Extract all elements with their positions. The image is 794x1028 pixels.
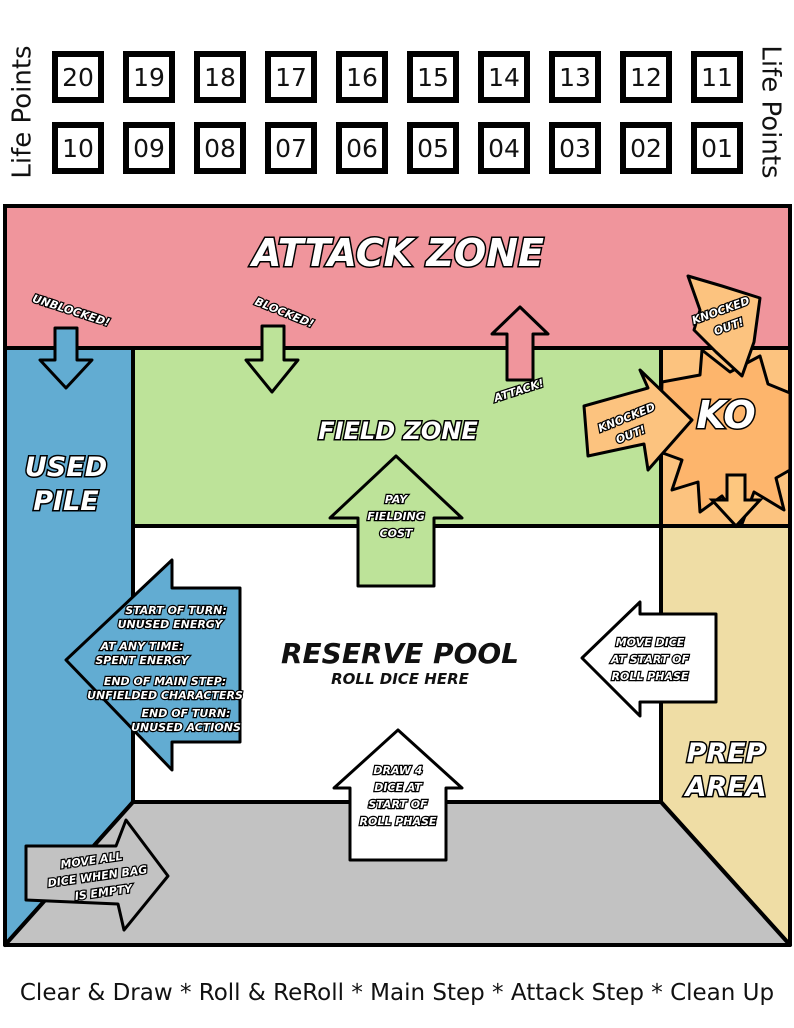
life-point-box-13[interactable]: 13 bbox=[549, 51, 601, 103]
used-label-4b: UNUSED ACTIONS bbox=[131, 721, 241, 734]
life-point-box-11[interactable]: 11 bbox=[691, 51, 743, 103]
used-pile-title-line2: PILE bbox=[33, 486, 99, 517]
pay-label-3: COST bbox=[380, 527, 414, 540]
draw-label-4: ROLL PHASE bbox=[360, 815, 437, 828]
life-point-box-17[interactable]: 17 bbox=[265, 51, 317, 103]
move-dice-arrow-icon bbox=[580, 600, 718, 718]
used-label-3a: END OF MAIN STEP: bbox=[104, 675, 226, 688]
life-point-box-18[interactable]: 18 bbox=[194, 51, 246, 103]
ko-title: KO bbox=[696, 393, 755, 437]
used-label-1b: UNUSED ENERGY bbox=[118, 618, 224, 631]
life-point-box-01[interactable]: 01 bbox=[691, 122, 743, 174]
life-point-box-20[interactable]: 20 bbox=[52, 51, 104, 103]
move-all-dice-arrow-icon bbox=[24, 818, 170, 932]
used-pile-arrow-icon bbox=[64, 558, 242, 772]
pay-label-2: FIELDING bbox=[367, 510, 425, 523]
used-label-1a: START OF TURN: bbox=[125, 604, 227, 617]
attack-zone-title: ATTACK ZONE bbox=[249, 231, 544, 275]
unblocked-arrow-icon bbox=[38, 326, 94, 390]
life-point-box-10[interactable]: 10 bbox=[52, 122, 104, 174]
life-point-box-02[interactable]: 02 bbox=[620, 122, 672, 174]
life-point-box-12[interactable]: 12 bbox=[620, 51, 672, 103]
used-label-2b: SPENT ENERGY bbox=[95, 654, 189, 667]
life-point-box-16[interactable]: 16 bbox=[336, 51, 388, 103]
field-zone-title: FIELD ZONE bbox=[318, 417, 478, 445]
used-label-3b: UNFIELDED CHARACTERS bbox=[87, 689, 243, 702]
life-point-box-09[interactable]: 09 bbox=[123, 122, 175, 174]
life-point-box-06[interactable]: 06 bbox=[336, 122, 388, 174]
move-dice-label-2: AT START OF bbox=[610, 653, 690, 666]
life-point-box-19[interactable]: 19 bbox=[123, 51, 175, 103]
attack-zone[interactable] bbox=[3, 204, 792, 350]
draw-label-1: DRAW 4 bbox=[373, 764, 422, 777]
life-point-box-14[interactable]: 14 bbox=[478, 51, 530, 103]
knocked-out-arrow-top-icon bbox=[686, 274, 762, 378]
move-dice-label-3: ROLL PHASE bbox=[612, 670, 689, 683]
life-point-box-07[interactable]: 07 bbox=[265, 122, 317, 174]
life-point-box-05[interactable]: 05 bbox=[407, 122, 459, 174]
move-dice-label-1: MOVE DICE bbox=[616, 636, 685, 649]
turn-phase-sequence: Clear & Draw * Roll & ReRoll * Main Step… bbox=[19, 980, 775, 1006]
draw-label-2: DICE AT bbox=[374, 781, 423, 794]
blocked-arrow-icon bbox=[244, 324, 300, 394]
draw-dice-arrow-icon bbox=[332, 728, 464, 862]
prep-area-title-line2: AREA bbox=[683, 772, 766, 803]
pay-label-1: PAY bbox=[385, 493, 408, 506]
draw-label-3: START OF bbox=[368, 798, 428, 811]
reserve-pool-title: RESERVE POOL bbox=[281, 637, 519, 670]
life-point-box-15[interactable]: 15 bbox=[407, 51, 459, 103]
pay-fielding-cost-arrow-icon bbox=[328, 454, 464, 588]
life-point-box-03[interactable]: 03 bbox=[549, 122, 601, 174]
attack-arrow-icon bbox=[490, 305, 550, 382]
used-label-2a: AT ANY TIME: bbox=[100, 640, 184, 653]
ko-burst-icon bbox=[658, 348, 792, 526]
life-point-box-04[interactable]: 04 bbox=[478, 122, 530, 174]
prep-area-title-line1: PREP bbox=[687, 738, 766, 769]
used-label-4a: END OF TURN: bbox=[142, 707, 231, 720]
reserve-pool-subtitle: ROLL DICE HERE bbox=[331, 670, 470, 688]
ko-down-arrow-icon bbox=[708, 473, 764, 529]
knocked-out-arrow-left-icon bbox=[582, 368, 694, 472]
used-pile-title-line1: USED bbox=[25, 452, 107, 483]
life-point-box-08[interactable]: 08 bbox=[194, 122, 246, 174]
